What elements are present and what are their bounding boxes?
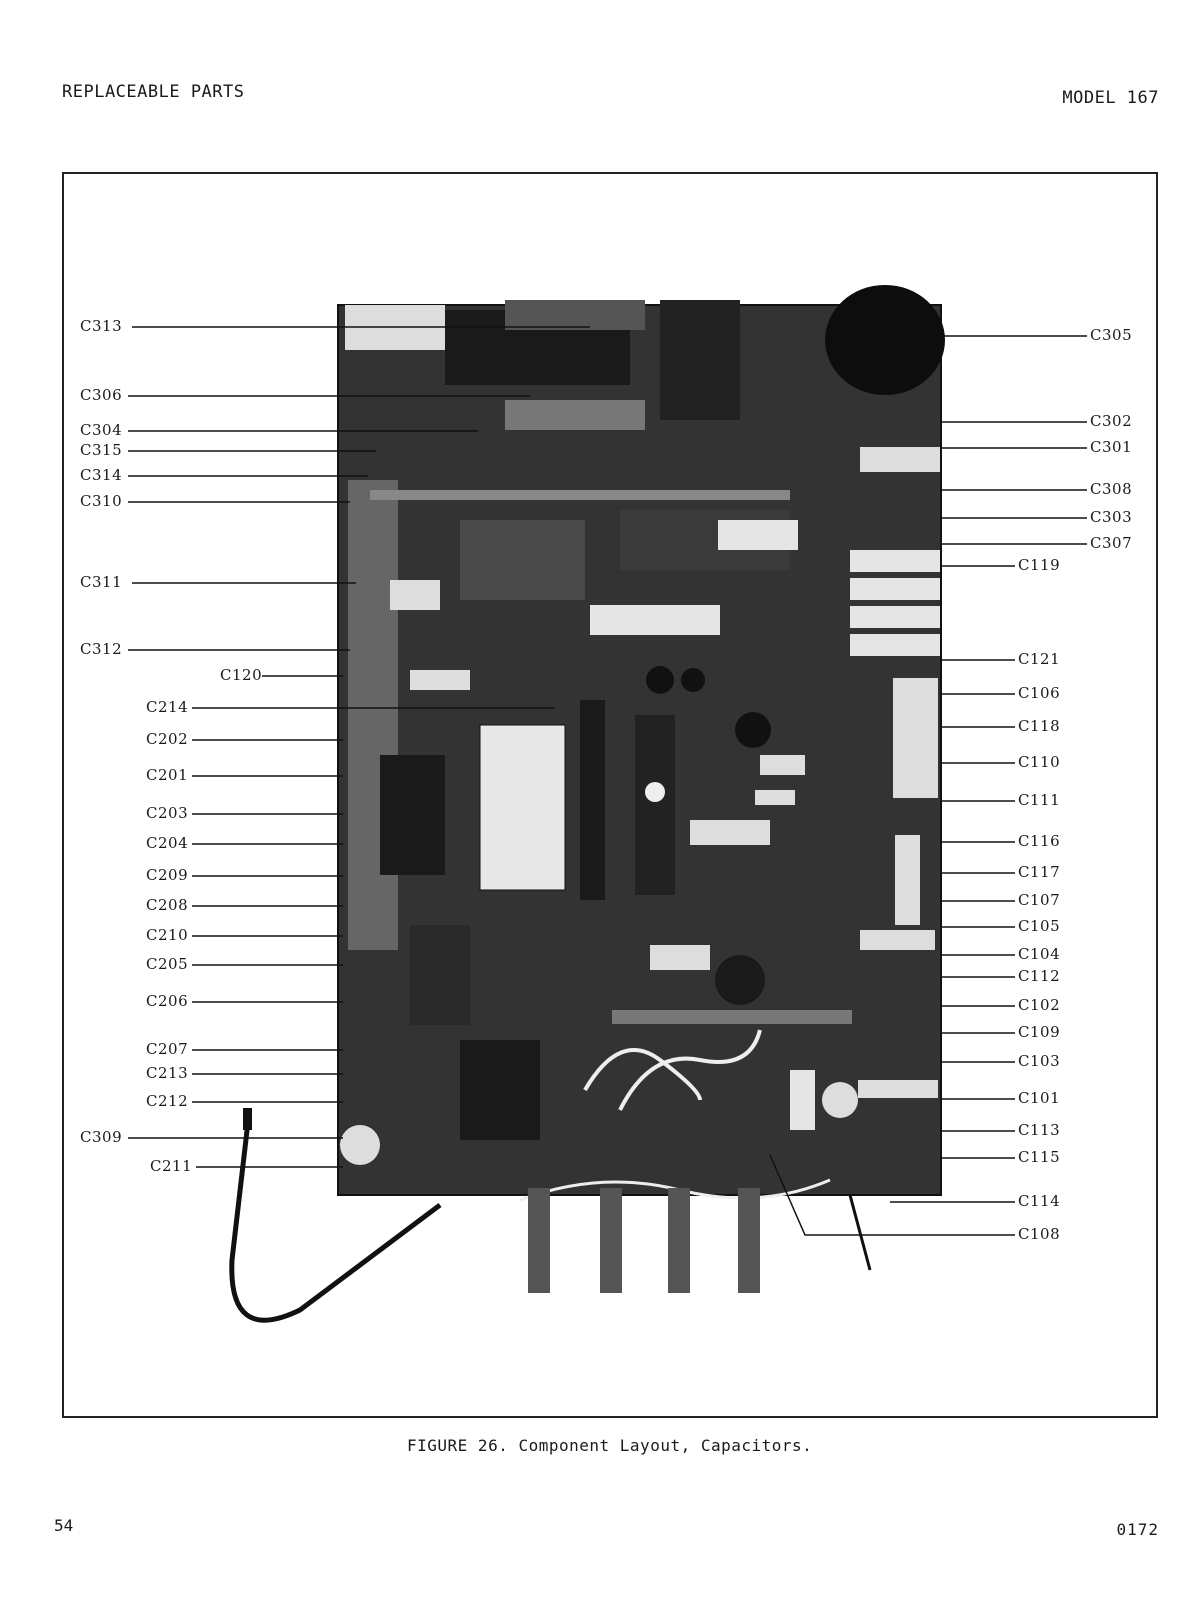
callout-c112: C112 (1018, 967, 1061, 985)
callout-c115: C115 (1018, 1148, 1061, 1166)
callout-c203: C203 (146, 804, 189, 822)
callout-c106: C106 (1018, 684, 1061, 702)
callout-c207: C207 (146, 1040, 189, 1058)
model-name: MODEL 167 (1062, 88, 1159, 108)
callout-c308: C308 (1090, 480, 1133, 498)
callout-c302: C302 (1090, 412, 1133, 430)
callout-c310: C310 (80, 492, 123, 510)
callout-c119: C119 (1018, 556, 1061, 574)
callout-c209: C209 (146, 866, 189, 884)
callout-c114: C114 (1018, 1192, 1061, 1210)
callout-c116: C116 (1018, 832, 1061, 850)
callout-c102: C102 (1018, 996, 1061, 1014)
figure-caption: FIGURE 26. Component Layout, Capacitors. (407, 1436, 813, 1455)
callout-c111: C111 (1018, 791, 1061, 809)
callout-c307: C307 (1090, 534, 1133, 552)
callout-c205: C205 (146, 955, 189, 973)
callout-c304: C304 (80, 421, 123, 439)
section-title: REPLACEABLE PARTS (62, 82, 245, 102)
callout-c211: C211 (150, 1157, 193, 1175)
callout-c117: C117 (1018, 863, 1061, 881)
callout-c313: C313 (80, 317, 123, 335)
callout-c214: C214 (146, 698, 189, 716)
callout-c101: C101 (1018, 1089, 1061, 1107)
callout-c309: C309 (80, 1128, 123, 1146)
callout-c212: C212 (146, 1092, 189, 1110)
callout-c121: C121 (1018, 650, 1061, 668)
callout-c315: C315 (80, 441, 123, 459)
callout-c103: C103 (1018, 1052, 1061, 1070)
callout-c108: C108 (1018, 1225, 1061, 1243)
callout-c107: C107 (1018, 891, 1061, 909)
callout-c110: C110 (1018, 753, 1061, 771)
document-code: 0172 (1116, 1520, 1159, 1539)
callout-c104: C104 (1018, 945, 1061, 963)
callout-c213: C213 (146, 1064, 189, 1082)
page-number: 54 (54, 1516, 74, 1535)
callout-c204: C204 (146, 834, 189, 852)
callout-c306: C306 (80, 386, 123, 404)
callout-c118: C118 (1018, 717, 1061, 735)
callout-c109: C109 (1018, 1023, 1061, 1041)
callout-c210: C210 (146, 926, 189, 944)
callout-c303: C303 (1090, 508, 1133, 526)
callout-c301: C301 (1090, 438, 1133, 456)
callout-c314: C314 (80, 466, 123, 484)
callout-c206: C206 (146, 992, 189, 1010)
callout-c311: C311 (80, 573, 123, 591)
figure-frame (62, 172, 1158, 1418)
callout-c312: C312 (80, 640, 123, 658)
callout-c305: C305 (1090, 326, 1133, 344)
callout-c202: C202 (146, 730, 189, 748)
callout-c113: C113 (1018, 1121, 1061, 1139)
callout-c105: C105 (1018, 917, 1061, 935)
callout-c120: C120 (220, 666, 263, 684)
callout-c208: C208 (146, 896, 189, 914)
callout-c201: C201 (146, 766, 189, 784)
